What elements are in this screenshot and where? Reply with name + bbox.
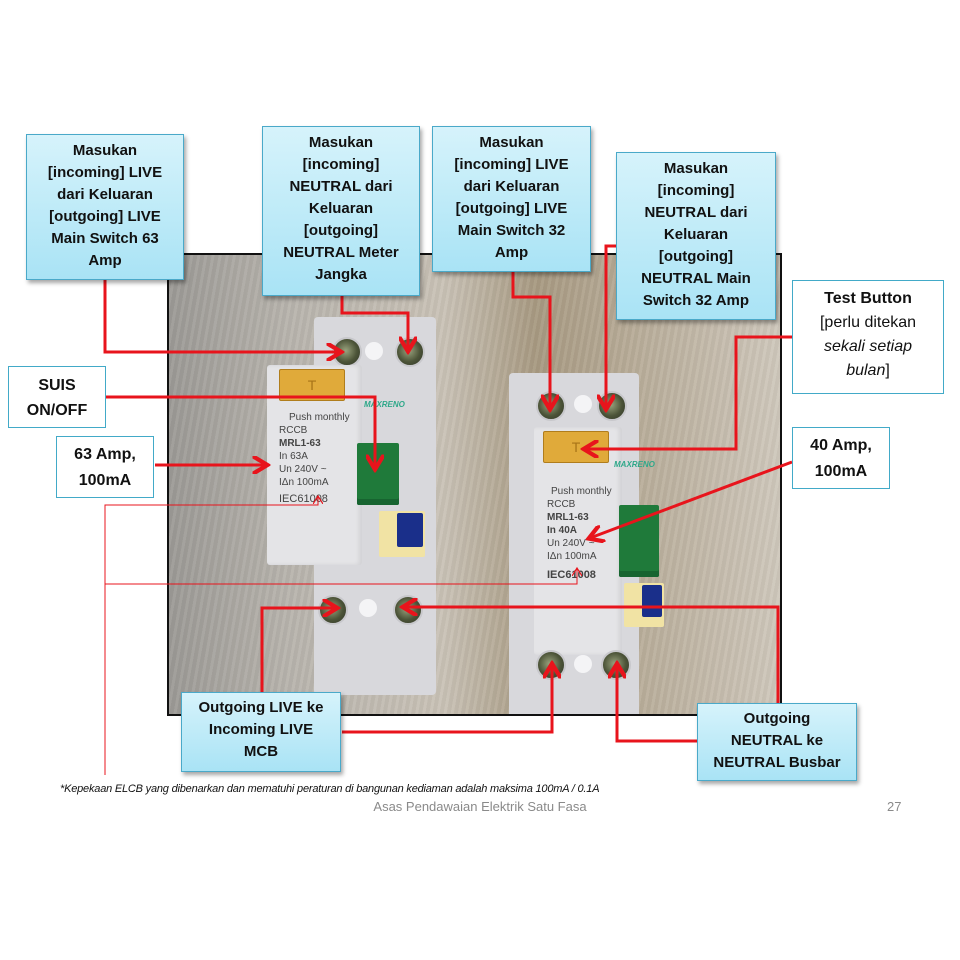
callout-line: Switch 32 Amp <box>642 292 750 309</box>
spec-line: In 40A <box>547 525 578 536</box>
callout-line: [perlu ditekan <box>793 311 943 335</box>
callout-line: Outgoing LIVE ke <box>198 699 324 716</box>
callout-line: [incoming] LIVE <box>454 156 569 173</box>
callout-line: ON/OFF <box>26 402 88 419</box>
callout-text: ] <box>885 362 890 379</box>
callout-line: Masukan <box>72 142 138 159</box>
callout-outgoing-neutral-to-busbar: Outgoing NEUTRAL ke NEUTRAL Busbar <box>697 703 857 781</box>
callout-line: dari Keluaran <box>463 178 560 195</box>
callout-line: Amp <box>494 244 529 261</box>
left-rccb-test-button: T <box>279 369 345 401</box>
spec-line: IEC61008 <box>279 493 328 505</box>
callout-incoming-live-main-switch-32: Masukan [incoming] LIVE dari Keluaran [o… <box>432 126 591 272</box>
callout-line: [incoming] <box>302 156 380 173</box>
callout-line: [outgoing] LIVE <box>49 208 161 225</box>
callout-line: NEUTRAL dari <box>644 204 748 221</box>
right-rccb-top-live-terminal <box>536 391 566 421</box>
callout-rating-63: 63 Amp, 100mA <box>56 436 154 498</box>
callout-rating-40: 40 Amp, 100mA <box>792 427 890 489</box>
callout-suis-on-off: SUIS ON/OFF <box>8 366 106 428</box>
right-rccb-bottom-neutral-terminal <box>601 650 631 680</box>
spec-line: RCCB <box>547 499 576 510</box>
callout-line: dari Keluaran <box>57 186 153 203</box>
spec-line: MRL1-63 <box>279 438 321 449</box>
callout-incoming-neutral-meter: Masukan [incoming] NEUTRAL dari Keluaran… <box>262 126 420 296</box>
spec-line: Un 240V ~ <box>547 538 595 549</box>
left-rccb-spec-text: Push monthly RCCB MRL1-63 In 63A Un 240V… <box>279 411 350 506</box>
left-rccb-bottom-live-terminal <box>318 595 348 625</box>
callout-line: NEUTRAL Main <box>641 270 751 287</box>
callout-line: Outgoing <box>743 710 811 727</box>
spec-line: In 63A <box>279 451 308 462</box>
right-rccb-top-center-hole <box>574 395 592 413</box>
spec-line: Push monthly <box>289 412 350 423</box>
callout-test-button: Test Button [perlu ditekan sekali setiap… <box>792 280 944 394</box>
left-rccb-top-center-hole <box>365 342 383 360</box>
left-rccb-top-live-terminal <box>332 337 362 367</box>
right-rccb-top-neutral-terminal <box>597 391 627 421</box>
slide-footer-title: Asas Pendawaian Elektrik Satu Fasa <box>373 799 587 814</box>
callout-line: Incoming LIVE <box>208 721 314 738</box>
callout-line: sekali setiap <box>823 338 913 355</box>
slide-page-number: 27 <box>887 799 902 814</box>
callout-line: 63 Amp, <box>74 446 136 463</box>
callout-outgoing-live-to-mcb: Outgoing LIVE ke Incoming LIVE MCB <box>181 692 341 772</box>
callout-line: NEUTRAL dari <box>289 178 393 195</box>
right-rccb-brand: MAXRENO <box>614 460 655 469</box>
callout-line: Keluaran <box>308 200 374 217</box>
sirim-logo <box>642 585 662 617</box>
right-rccb-bottom-center-hole <box>574 655 592 673</box>
left-rccb-bottom-neutral-terminal <box>393 595 423 625</box>
spec-line: IΔn 100mA <box>279 477 329 488</box>
callout-line: Main Switch 32 <box>457 222 566 239</box>
left-rccb-sirim-sticker <box>379 511 425 557</box>
callout-line: Main Switch 63 <box>51 230 159 247</box>
callout-line: MCB <box>243 743 279 760</box>
callout-line: NEUTRAL Busbar <box>713 754 841 771</box>
spec-line: MRL1-63 <box>547 512 589 523</box>
spec-line: Push monthly <box>551 486 612 497</box>
callout-line: 40 Amp, <box>810 437 872 454</box>
right-rccb-on-off-switch <box>619 505 659 577</box>
callout-line: Jangka <box>315 266 367 283</box>
callout-text: bulan <box>846 362 886 379</box>
wall-texture <box>169 255 780 714</box>
callout-line: Keluaran <box>663 226 729 243</box>
callout-line: [outgoing] <box>303 222 379 239</box>
spec-line: Un 240V ~ <box>279 464 327 475</box>
spec-line: IEC61008 <box>547 569 596 581</box>
footnote: *Kepekaan ELCB yang dibenarkan dan memat… <box>60 783 600 795</box>
left-rccb-brand: MAXRENO <box>364 400 405 409</box>
spec-line: IΔn 100mA <box>547 551 597 562</box>
callout-line: bulan] <box>793 359 943 383</box>
right-rccb-bottom-live-terminal <box>536 650 566 680</box>
callout-line: Masukan <box>479 134 544 151</box>
rccb-photo: T MAXRENO Push monthly RCCB MRL1-63 In 6… <box>167 253 782 716</box>
callout-line: [outgoing] LIVE <box>455 200 568 217</box>
spec-line: RCCB <box>279 425 308 436</box>
left-rccb-on-off-switch <box>357 443 399 505</box>
callout-line: Masukan <box>663 160 729 177</box>
callout-line: Masukan <box>308 134 374 151</box>
callout-line: SUIS <box>38 377 76 394</box>
right-rccb-spec-text: Push monthly RCCB MRL1-63 In 40A Un 240V… <box>547 485 612 582</box>
sirim-logo <box>397 513 423 547</box>
callout-incoming-live-main-switch-63: Masukan [incoming] LIVE dari Keluaran [o… <box>26 134 184 280</box>
callout-line: [incoming] <box>657 182 735 199</box>
right-rccb-test-button: T <box>543 431 609 463</box>
callout-line: Amp <box>88 252 122 269</box>
callout-text: [perlu ditekan <box>819 314 917 331</box>
callout-title: Test Button <box>824 290 912 307</box>
callout-line: NEUTRAL Meter <box>283 244 399 261</box>
callout-line: NEUTRAL ke <box>730 732 824 749</box>
left-rccb-top-neutral-terminal <box>395 337 425 367</box>
left-rccb-bottom-center-hole <box>359 599 377 617</box>
callout-line: 100mA <box>78 472 132 489</box>
right-rccb-sirim-sticker <box>624 583 664 627</box>
callout-line: 100mA <box>814 463 868 480</box>
callout-incoming-neutral-main-switch-32: Masukan [incoming] NEUTRAL dari Keluaran… <box>616 152 776 320</box>
callout-line: [incoming] LIVE <box>47 164 163 181</box>
callout-line: [outgoing] <box>658 248 734 265</box>
